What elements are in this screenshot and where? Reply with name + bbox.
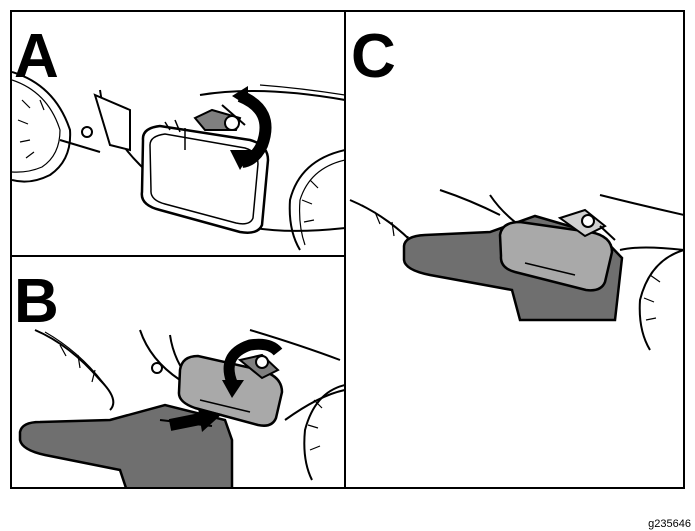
panel-label-c: C — [351, 22, 396, 91]
panel-label-b: B — [14, 267, 59, 336]
panel-a: A — [11, 11, 345, 256]
figure-id: g235646 — [648, 518, 691, 530]
panel-label-a: A — [14, 22, 59, 91]
panel-c: C — [345, 11, 684, 488]
panel-b: B — [11, 256, 345, 500]
